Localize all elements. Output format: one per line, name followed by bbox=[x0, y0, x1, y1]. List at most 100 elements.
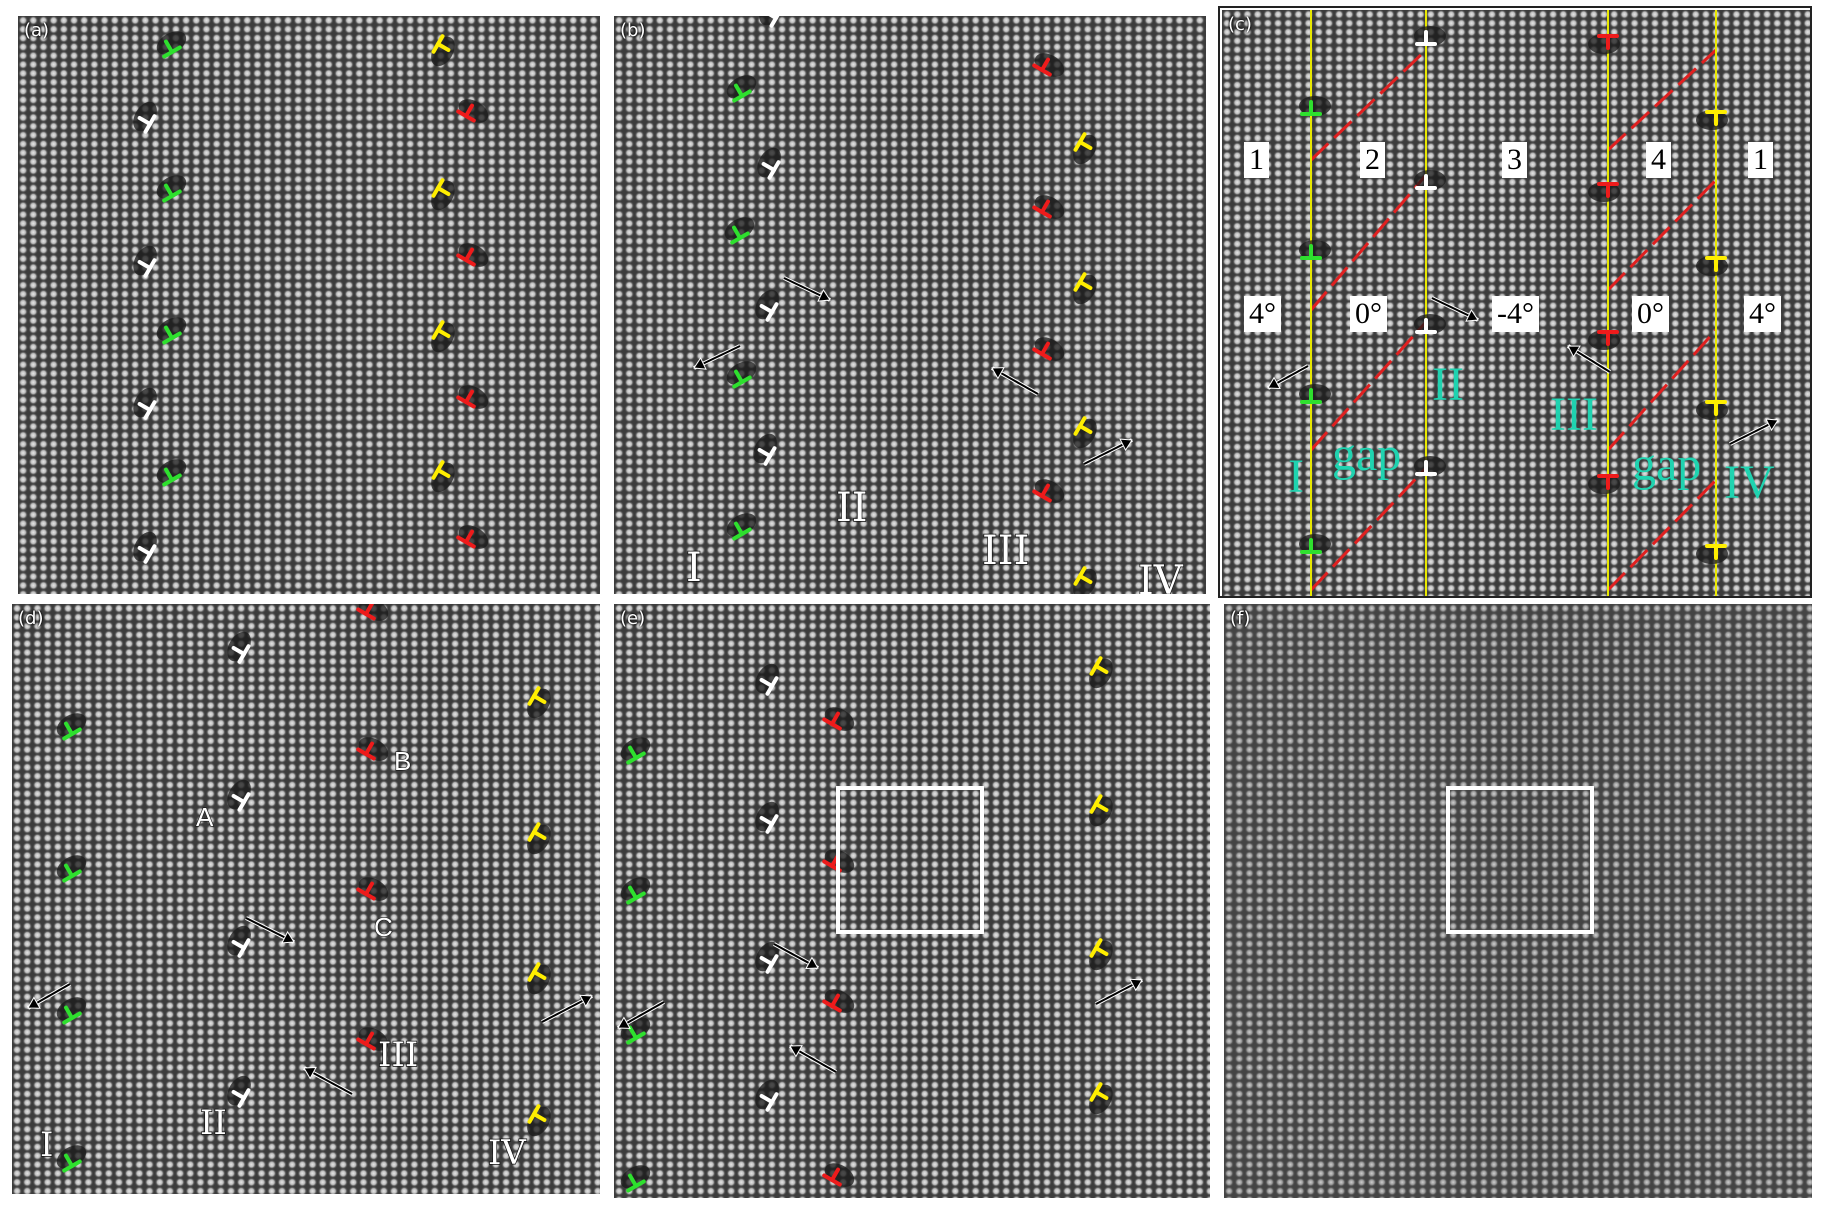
dislocation-symbol bbox=[822, 707, 855, 731]
dislocation-symbol bbox=[527, 1104, 551, 1137]
dislocation-symbol bbox=[1089, 656, 1113, 689]
dislocation-symbol bbox=[227, 779, 251, 812]
panel-label: (e) bbox=[620, 608, 646, 629]
dislocation-symbol bbox=[133, 245, 157, 278]
arrow bbox=[991, 366, 1039, 396]
arrow bbox=[783, 276, 831, 302]
dislocation-symbol bbox=[1032, 195, 1065, 219]
dislocation-symbol bbox=[456, 99, 489, 123]
dislocation-symbol bbox=[1073, 132, 1097, 165]
dislocation-symbol bbox=[724, 217, 755, 245]
dislocation-symbol bbox=[753, 433, 777, 466]
boundary-label-III: III bbox=[982, 528, 1029, 574]
arrow bbox=[693, 344, 741, 370]
arrow bbox=[27, 982, 71, 1010]
dislocation-symbol bbox=[527, 962, 551, 995]
dislocation-label-B: B bbox=[394, 746, 411, 776]
dashed-slip-trace bbox=[1309, 48, 1428, 162]
dashed-slip-trace bbox=[1309, 320, 1428, 452]
dislocation-symbol bbox=[156, 175, 187, 203]
dashed-slip-trace bbox=[1606, 48, 1718, 152]
dislocation-symbol bbox=[156, 31, 187, 59]
motion-arrows bbox=[27, 916, 593, 1096]
dislocation-symbol bbox=[456, 525, 489, 549]
dislocation-symbol bbox=[1032, 479, 1065, 503]
arrow bbox=[617, 1000, 665, 1030]
dislocation-symbol bbox=[755, 1079, 779, 1112]
dislocation-symbol bbox=[356, 737, 389, 761]
dislocation-symbol bbox=[1089, 938, 1113, 971]
dislocation-symbol bbox=[1414, 456, 1446, 476]
dislocation-symbol bbox=[1414, 314, 1446, 334]
arrow bbox=[1566, 344, 1612, 374]
arrow bbox=[1267, 364, 1309, 390]
dislocation-symbol bbox=[431, 178, 455, 211]
dislocation-symbol bbox=[1299, 534, 1331, 554]
dislocation-symbol bbox=[1588, 330, 1620, 350]
panel-d-overlay: A B C I II III IV bbox=[27, 604, 593, 1174]
panel-label: (b) bbox=[620, 20, 646, 41]
panel-b-overlay: I II III IV bbox=[685, 16, 1185, 594]
dislocation-symbol bbox=[1073, 272, 1097, 305]
motion-arrows bbox=[693, 276, 1133, 466]
misorientation-angle: 0° bbox=[1632, 296, 1669, 332]
dislocation-symbol bbox=[620, 737, 651, 765]
dislocation-symbol bbox=[56, 1145, 87, 1173]
dislocation-symbols bbox=[56, 604, 551, 1173]
panel-label: (d) bbox=[18, 608, 44, 629]
dislocation-symbol bbox=[757, 147, 781, 180]
dislocation-symbol bbox=[1414, 26, 1446, 46]
motion-arrows bbox=[617, 942, 1143, 1074]
dislocation-symbol bbox=[156, 459, 187, 487]
misorientation-angle: -4° bbox=[1492, 296, 1539, 332]
boundary-label-IV: IV bbox=[1724, 456, 1775, 509]
dislocation-symbol bbox=[56, 997, 87, 1025]
dislocation-symbol bbox=[133, 531, 157, 564]
dislocation-symbol bbox=[726, 75, 757, 103]
dislocation-symbol bbox=[726, 513, 757, 541]
boundary-label-I: I bbox=[1288, 450, 1304, 503]
panel-c: (c) I II III IV gap gap 1 2 3 4 1 4° 0° … bbox=[1222, 10, 1812, 596]
dislocation-symbol bbox=[755, 941, 779, 974]
boundary-label-III: III bbox=[378, 1035, 418, 1075]
dashed-slip-trace bbox=[1309, 174, 1428, 311]
panel-c-overlay: I II III IV gap gap bbox=[1267, 10, 1779, 596]
dislocation-symbol bbox=[1073, 566, 1097, 594]
dislocation-symbol bbox=[133, 387, 157, 420]
boundary-label-IV: IV bbox=[1138, 558, 1184, 594]
panel-a-overlay bbox=[133, 31, 489, 564]
grain-number: 1 bbox=[1244, 142, 1269, 178]
boundary-label-I: I bbox=[40, 1125, 53, 1165]
dislocation-symbol bbox=[227, 631, 251, 664]
dislocation-symbol bbox=[1089, 1082, 1113, 1115]
panel-d: (d) A B C I II III IV bbox=[12, 604, 600, 1194]
panel-f-overlay bbox=[1446, 786, 1594, 934]
dislocation-symbols bbox=[1299, 26, 1728, 564]
dislocation-symbol bbox=[431, 460, 455, 493]
dislocation-symbol bbox=[1414, 170, 1446, 190]
dislocation-symbol bbox=[227, 925, 251, 958]
dislocation-symbol bbox=[1588, 474, 1620, 494]
panel-label: (f) bbox=[1230, 608, 1251, 629]
dislocation-label-C: C bbox=[374, 912, 393, 942]
dislocation-symbol bbox=[1696, 110, 1728, 130]
misorientation-angle: 4° bbox=[1244, 296, 1281, 332]
gap-label: gap bbox=[1632, 438, 1701, 491]
panel-label: (c) bbox=[1228, 14, 1252, 35]
arrow bbox=[1095, 978, 1143, 1006]
panel-f: (f) bbox=[1224, 604, 1812, 1198]
dashed-slip-trace bbox=[1606, 178, 1718, 292]
motion-arrows bbox=[1267, 296, 1779, 446]
dislocation-symbol bbox=[527, 822, 551, 855]
grain-number: 2 bbox=[1360, 142, 1385, 178]
dislocation-symbol bbox=[456, 385, 489, 409]
boundary-label-I: I bbox=[686, 545, 702, 591]
dislocation-symbol bbox=[1588, 182, 1620, 202]
dashed-slip-trace bbox=[1606, 328, 1718, 452]
panel-e-overlay bbox=[617, 656, 1143, 1193]
dislocation-column-right bbox=[431, 34, 489, 549]
arrow bbox=[1431, 296, 1479, 322]
grain-number: 1 bbox=[1748, 142, 1773, 178]
misorientation-angle: 4° bbox=[1744, 296, 1781, 332]
panel-c-frame bbox=[1218, 6, 1812, 598]
